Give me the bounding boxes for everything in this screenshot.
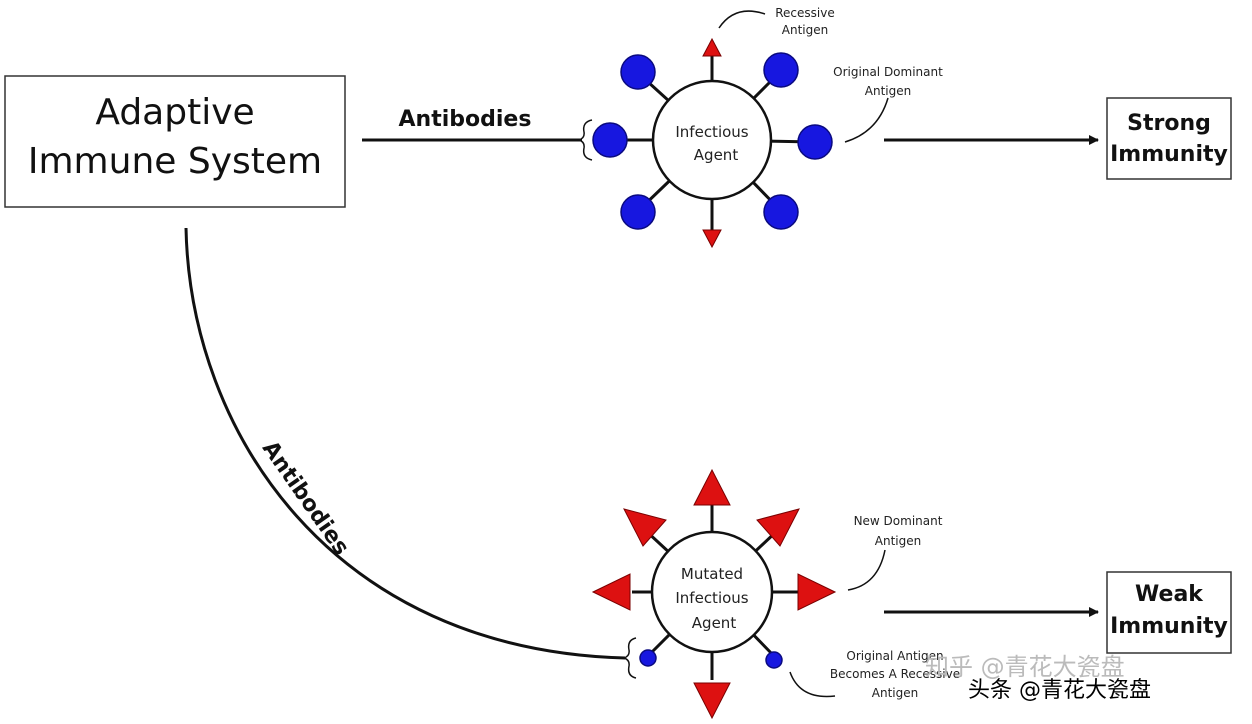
dominant-antigen-blue (763, 52, 799, 88)
weak-label: Weak (1135, 582, 1204, 607)
recessive-label-line2: Antigen (782, 23, 828, 37)
immune-system-label: Immune System (28, 141, 322, 182)
recessive-label-line1: Recessive (775, 6, 834, 20)
binding-bracket-bottom (621, 637, 637, 679)
dominant-antigen-red (693, 468, 731, 506)
dominant-antigen-red (693, 682, 731, 720)
dominant-antigen-red (591, 573, 631, 611)
immunity-label-strong: Immunity (1110, 142, 1228, 167)
binding-bracket-top (576, 119, 593, 161)
original-recessive-label-line2: Becomes A Recessive (830, 667, 960, 681)
recessive-pointer (718, 10, 766, 29)
infectious-agent-top: Infectious Agent (592, 37, 833, 249)
agent-top-line1: Infectious (675, 123, 748, 141)
original-recessive-pointer (789, 671, 836, 698)
weak-immunity-box: Weak Immunity (1106, 571, 1232, 654)
antibodies-label-curve: Antibodies (257, 437, 354, 560)
original-dominant-pointer (844, 97, 889, 143)
dominant-antigen-red (797, 573, 837, 611)
dominant-antigen-blue (620, 54, 656, 90)
antibodies-label-top: Antibodies (399, 107, 532, 132)
strong-immunity-box: Strong Immunity (1106, 97, 1232, 180)
dominant-antigen-red (623, 508, 667, 547)
mutated-agent: Mutated Infectious Agent (591, 468, 837, 720)
mutated-agent-line1: Mutated (681, 565, 743, 583)
watermark-zhihu: 知乎 @青花大瓷盘 (925, 653, 1125, 681)
strong-label: Strong (1127, 111, 1211, 136)
original-dominant-label-line2: Antigen (865, 84, 911, 98)
immunity-label-weak: Immunity (1110, 614, 1228, 639)
adaptive-label: Adaptive (95, 92, 254, 133)
new-dominant-pointer (847, 549, 886, 591)
watermark-toutiao: 头条 @青花大瓷盘 (968, 678, 1151, 703)
dominant-antigen-blue (797, 124, 833, 160)
recessive-antigen-red (702, 229, 722, 249)
antibodies-curve (184, 227, 626, 660)
dominant-antigen-blue (592, 122, 628, 158)
dominant-antigen-blue (763, 194, 799, 230)
new-dominant-label-line2: Antigen (875, 534, 921, 548)
recessive-antigen-red (702, 37, 722, 57)
dominant-antigen-red (756, 508, 800, 547)
new-dominant-label-line1: New Dominant (854, 514, 943, 528)
mutated-agent-line2: Infectious (675, 589, 748, 607)
recessive-antigen-blue (765, 651, 783, 669)
adaptive-immune-system-box: Adaptive Immune System (4, 75, 346, 208)
dominant-antigen-blue (620, 194, 656, 230)
original-dominant-label-line1: Original Dominant (833, 65, 943, 79)
original-recessive-label-line3: Antigen (872, 686, 918, 700)
recessive-antigen-blue (639, 649, 657, 667)
original-recessive-label-line1: Original Antigen (846, 649, 943, 663)
agent-top-line2: Agent (694, 146, 739, 164)
mutated-agent-line3: Agent (692, 614, 737, 632)
